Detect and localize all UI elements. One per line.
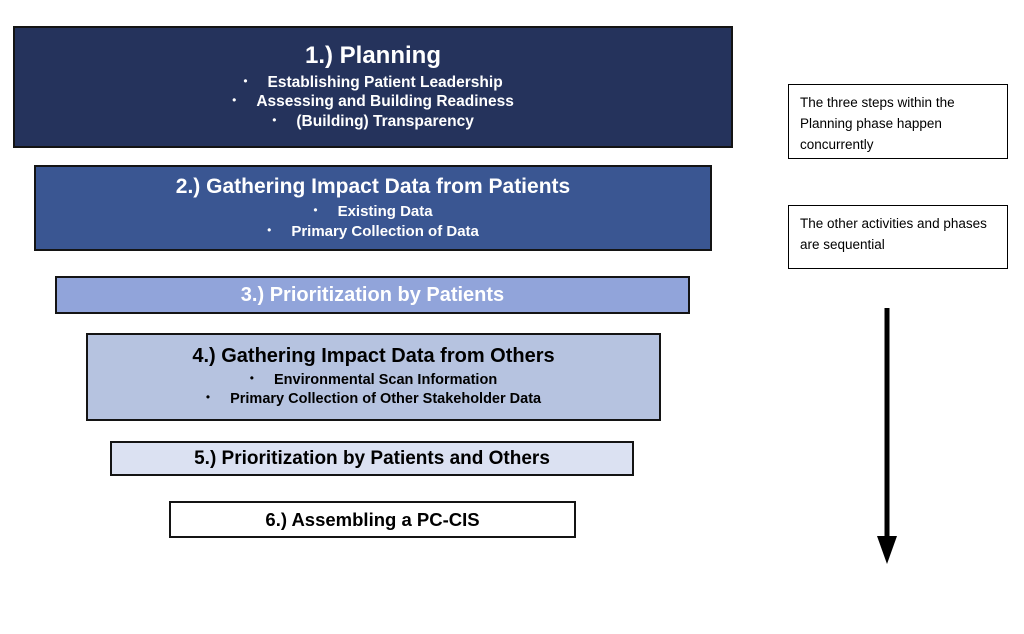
bullet-label: Environmental Scan Information xyxy=(274,372,498,389)
phase-box-6-assembling-a-pc-cis[interactable]: 6.) Assembling a PC-CIS xyxy=(169,501,576,538)
phase-1-title: 1.) Planning xyxy=(304,41,441,69)
phase-box-3-prioritization-by-patients[interactable]: 3.) Prioritization by Patients xyxy=(55,276,690,314)
bullet-item: • Assessing and Building Readiness xyxy=(232,92,514,112)
phase-5-title: 5.) Prioritization by Patients and Other… xyxy=(194,447,550,469)
bullet-item: • Primary Collection of Other Stakeholde… xyxy=(206,390,541,409)
bullet-label: Primary Collection of Other Stakeholder … xyxy=(230,391,542,407)
bullet-label: (Building) Transparency xyxy=(296,113,474,131)
bullet-label: Primary Collection of Data xyxy=(291,222,479,240)
bullet-label: Existing Data xyxy=(337,203,433,221)
bullet-dot-icon: • xyxy=(249,371,254,386)
bullet-dot-icon: • xyxy=(267,222,272,237)
bullet-item: • (Building) Transparency xyxy=(272,112,474,132)
bullet-dot-icon: • xyxy=(232,93,237,108)
bullet-dot-icon: • xyxy=(313,203,318,218)
phase-box-1-planning[interactable]: 1.) Planning • Establishing Patient Lead… xyxy=(13,26,733,148)
callout-concurrent-planning: The three steps within the Planning phas… xyxy=(788,84,1008,159)
bullet-dot-icon: • xyxy=(272,113,277,128)
bullet-item: • Establishing Patient Leadership xyxy=(243,73,502,93)
bullet-item: • Environmental Scan Information xyxy=(250,371,497,390)
downward-sequence-arrow-icon xyxy=(877,308,897,564)
phase-2-bullet-list: • Existing Data • Primary Collection of … xyxy=(267,202,479,240)
phase-1-bullet-list: • Establishing Patient Leadership • Asse… xyxy=(232,73,514,132)
bullet-label: Establishing Patient Leadership xyxy=(267,73,503,91)
phase-3-title: 3.) Prioritization by Patients xyxy=(240,283,505,306)
bullet-label: Assessing and Building Readiness xyxy=(256,93,514,111)
phase-6-title: 6.) Assembling a PC-CIS xyxy=(265,508,480,530)
phase-4-bullet-list: • Environmental Scan Information • Prima… xyxy=(206,371,541,408)
bullet-item: • Primary Collection of Data xyxy=(267,222,479,241)
phase-2-title: 2.) Gathering Impact Data from Patients xyxy=(175,175,571,199)
phase-box-4-gathering-impact-data-from-others[interactable]: 4.) Gathering Impact Data from Others • … xyxy=(86,333,661,421)
phase-4-title: 4.) Gathering Impact Data from Others xyxy=(192,345,555,368)
phase-box-5-prioritization-by-patients-and-others[interactable]: 5.) Prioritization by Patients and Other… xyxy=(110,441,634,476)
phase-box-2-gathering-impact-data-from-patients[interactable]: 2.) Gathering Impact Data from Patients … xyxy=(34,165,712,251)
callout-sequential-activities: The other activities and phases are sequ… xyxy=(788,205,1008,269)
bullet-dot-icon: • xyxy=(205,390,211,404)
bullet-dot-icon: • xyxy=(243,73,248,88)
bullet-item: • Existing Data xyxy=(313,202,432,221)
